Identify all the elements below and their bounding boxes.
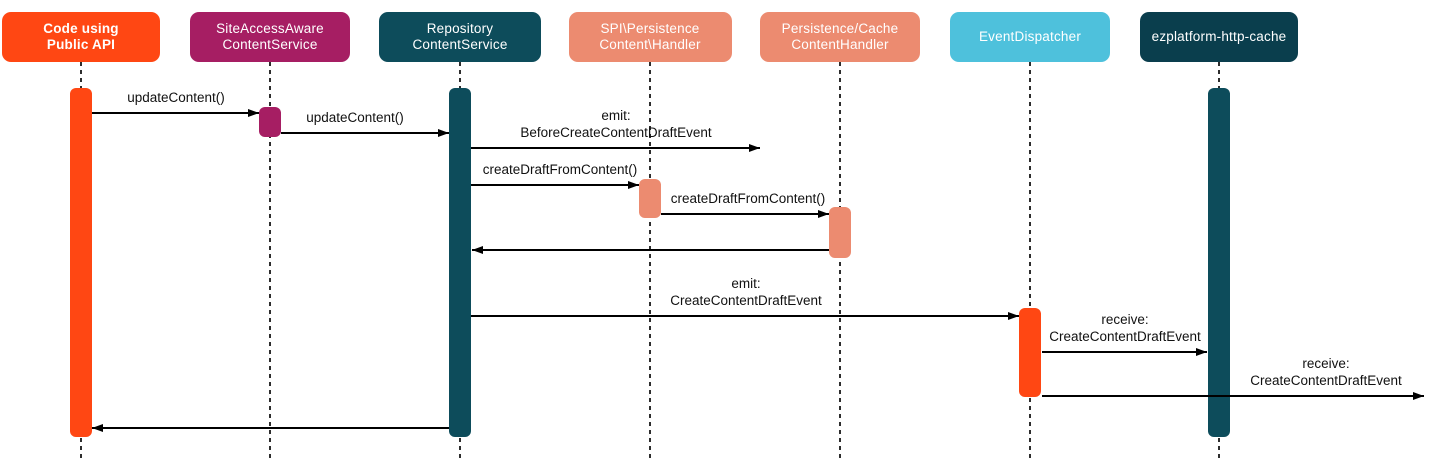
arrowhead-emit-createcontentdraftevent — [1008, 311, 1019, 320]
participant-label-line: ContentService — [222, 37, 318, 52]
lifeline-spi-persistence-content-handler — [649, 62, 651, 459]
arrowhead-return-to-repository — [472, 245, 483, 254]
participant-label-line: ContentHandler — [791, 37, 889, 52]
arrowhead-createdraftfromcontent-1 — [628, 180, 639, 189]
message-label-receive-createcontentdraftevent-2: receive: CreateContentDraftEvent — [1250, 355, 1402, 389]
participant-label-line: ezplatform-http-cache — [1151, 28, 1287, 44]
participant-label-line: Code using — [43, 20, 119, 36]
message-label-line: updateContent() — [127, 90, 225, 105]
message-label-line: updateContent() — [306, 110, 404, 125]
message-label-line: receive: — [1101, 312, 1149, 327]
arrowhead-updatecontent-2 — [438, 128, 449, 137]
activation-code-using-public-api — [70, 88, 92, 437]
message-line-return-to-repository — [472, 249, 829, 251]
participant-label-line: EventDispatcher — [978, 28, 1082, 44]
message-label-line: BeforeCreateContentDraftEvent — [520, 125, 712, 140]
activation-eventdispatcher — [1019, 308, 1041, 397]
message-label-line: CreateContentDraftEvent — [1049, 329, 1201, 344]
message-label-emit-beforecreatecontentdraftevent: emit: BeforeCreateContentDraftEvent — [520, 107, 711, 141]
participant-label-line: SiteAccessAware — [216, 20, 324, 36]
message-line-updatecontent-1 — [92, 112, 259, 114]
message-label-updatecontent-2: updateContent() — [306, 109, 404, 126]
message-label-emit-createcontentdraftevent: emit: CreateContentDraftEvent — [670, 275, 822, 309]
participant-label-line: Persistence/Cache — [781, 20, 899, 36]
message-label-updatecontent-1: updateContent() — [127, 89, 225, 106]
message-line-emit-beforecreatecontentdraftevent — [471, 147, 760, 149]
participant-label-line: Content\Handler — [599, 37, 701, 52]
activation-repository — [449, 88, 471, 437]
message-line-receive-createcontentdraftevent-2 — [1042, 395, 1424, 397]
message-line-updatecontent-2 — [281, 132, 449, 134]
arrowhead-receive-createcontentdraftevent-2 — [1413, 391, 1424, 400]
message-label-createdraftfromcontent-2: createDraftFromContent() — [671, 190, 826, 207]
lifeline-eventdispatcher — [1029, 62, 1031, 459]
activation-ezplatform-http-cache — [1208, 88, 1230, 437]
message-label-line: createDraftFromContent() — [670, 191, 826, 206]
message-line-receive-createcontentdraftevent-1 — [1042, 351, 1207, 353]
participant-ezplatform-http-cache: ezplatform-http-cache — [1140, 12, 1298, 62]
message-line-createdraftfromcontent-1 — [471, 184, 639, 186]
activation-siteaccessaware — [259, 107, 281, 137]
message-line-emit-createcontentdraftevent — [471, 315, 1019, 317]
message-label-line: receive: — [1302, 356, 1350, 371]
activation-persistence-cache — [829, 207, 851, 258]
message-label-line: emit: — [731, 276, 761, 291]
message-label-receive-createcontentdraftevent-1: receive: CreateContentDraftEvent — [1049, 311, 1201, 345]
message-line-return-to-caller — [92, 427, 449, 429]
message-line-createdraftfromcontent-2 — [661, 213, 829, 215]
arrowhead-emit-beforecreatecontentdraftevent — [749, 143, 760, 152]
participant-label-line: ContentService — [412, 37, 508, 52]
lifeline-persistence-cache-contenthandler — [839, 62, 841, 459]
arrowhead-receive-createcontentdraftevent-1 — [1196, 347, 1207, 356]
activation-spi-persistence — [639, 179, 661, 218]
message-label-line: CreateContentDraftEvent — [670, 293, 822, 308]
participant-label-line: Public API — [46, 37, 116, 52]
participant-label-line: SPI\Persistence — [600, 20, 700, 36]
arrowhead-return-to-caller — [92, 423, 103, 432]
message-label-line: CreateContentDraftEvent — [1250, 373, 1402, 388]
message-label-createdraftfromcontent-1: createDraftFromContent() — [483, 161, 638, 178]
arrowhead-createdraftfromcontent-2 — [818, 209, 829, 218]
lifeline-siteaccessaware-contentservice — [269, 62, 271, 459]
message-label-line: emit: — [601, 108, 631, 123]
participant-eventdispatcher: EventDispatcher — [950, 12, 1110, 62]
participant-label-line: Repository — [426, 20, 494, 36]
message-label-line: createDraftFromContent() — [482, 162, 638, 177]
arrowhead-updatecontent-1 — [248, 108, 259, 117]
